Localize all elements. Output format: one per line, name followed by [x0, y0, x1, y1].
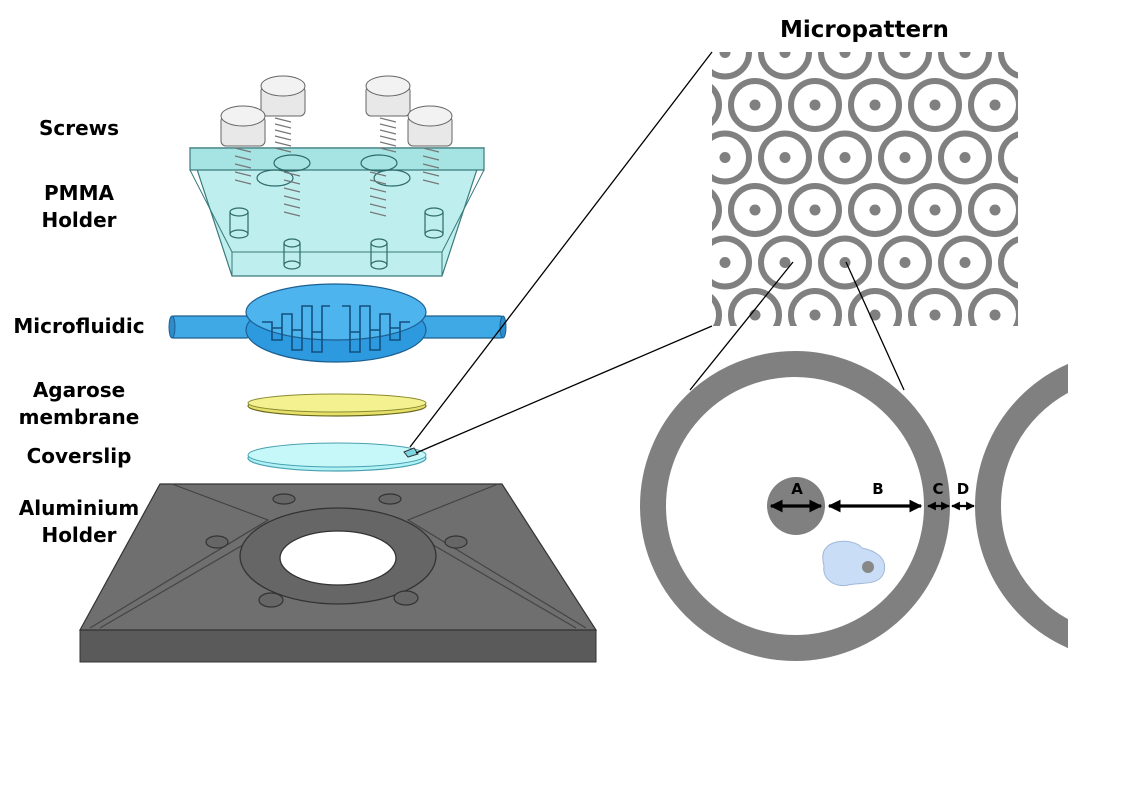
- agarose-membrane: [247, 393, 427, 417]
- label-screws: Screws: [18, 115, 140, 142]
- screws: [220, 75, 453, 217]
- label-aluminium-line1: Aluminium: [18, 496, 140, 520]
- label-pmma-line2: Holder: [41, 208, 117, 232]
- dimension-labels: A B C D: [791, 480, 969, 498]
- label-aluminium-holder: Aluminium Holder: [8, 495, 150, 549]
- microfluidic-chip: [168, 283, 507, 363]
- aluminium-holder: [78, 483, 598, 663]
- dim-label-c: C: [932, 480, 943, 498]
- zoom-lines: [409, 51, 905, 454]
- label-coverslip: Coverslip: [18, 443, 140, 470]
- coverslip: [247, 442, 427, 472]
- label-coverslip-text: Coverslip: [26, 444, 132, 468]
- label-pmma-line1: PMMA: [44, 181, 114, 205]
- label-pmma-holder: PMMA Holder: [18, 180, 140, 234]
- label-microfluidic-text: Microfluidic: [13, 314, 145, 338]
- dim-label-b: B: [872, 480, 883, 498]
- cell-sketch: [822, 540, 886, 587]
- label-screws-text: Screws: [38, 116, 120, 140]
- label-agarose-membrane: Agarose membrane: [18, 377, 140, 431]
- micropattern-tile: [712, 52, 1018, 326]
- label-agarose-line2: membrane: [18, 405, 140, 429]
- label-aluminium-line2: Holder: [41, 523, 117, 547]
- label-microfluidic: Microfluidic: [0, 313, 158, 340]
- micropattern-title: Micropattern: [780, 17, 949, 43]
- dim-label-d: D: [957, 480, 969, 498]
- label-agarose-line1: Agarose: [32, 378, 126, 402]
- pmma-holder: [189, 147, 485, 277]
- dim-label-a: A: [791, 480, 803, 498]
